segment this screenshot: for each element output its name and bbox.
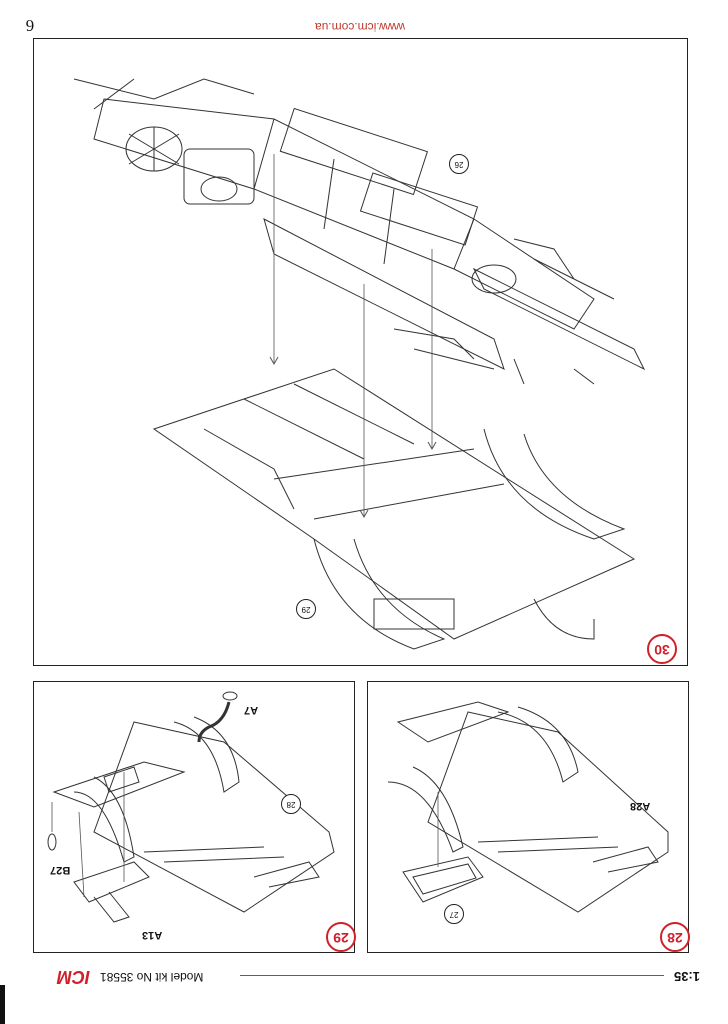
step-30-badge: 30 [647, 634, 677, 664]
floor-plate [427, 711, 669, 913]
binding-edge [0, 985, 5, 1024]
part-b27 [47, 833, 57, 851]
wheel-arch [73, 776, 135, 863]
footer-rule [240, 975, 664, 976]
ref-step-26: 26 [449, 154, 469, 174]
kit-number: Model kit No 35581 [100, 970, 204, 984]
step-29-drawing [47, 691, 335, 923]
step-28-badge: 28 [660, 922, 690, 952]
fuel-pipe [197, 701, 231, 743]
wheel-arch [173, 716, 240, 793]
chassis-frame-rail [93, 98, 595, 330]
engine-block [183, 148, 255, 205]
step-30-panel: 26 29 30 [33, 38, 688, 666]
page-footer: 1:35 Model kit No 35581 ICM [40, 960, 700, 990]
scale-label: 1:35 [673, 969, 700, 984]
floor-plate [152, 368, 636, 640]
part-label-a7: A7 [244, 704, 259, 716]
floor-plate [93, 721, 335, 913]
icm-logo: ICM [57, 967, 90, 987]
ref-step-29: 29 [296, 599, 316, 619]
wheel-arch [313, 538, 446, 650]
part-label-b27: B27 [50, 864, 71, 876]
rear-axle [472, 267, 646, 371]
part-label-a13: A13 [142, 929, 163, 941]
cargo-floor-section [279, 107, 429, 196]
cargo-floor-section [359, 172, 479, 246]
part-label-a28: A28 [630, 800, 651, 812]
website-url: www.icm.com.ua [314, 20, 406, 34]
step-29-badge: 29 [326, 922, 356, 952]
step-28-drawing [387, 701, 669, 913]
step-part-a28 [402, 856, 484, 903]
chassis-frame-rail [263, 218, 505, 370]
page-number: 6 [25, 16, 35, 35]
ref-step-27: 27 [444, 904, 464, 924]
ref-step-28: 28 [281, 794, 301, 814]
step-part-a13 [73, 861, 150, 903]
step-28-panel: 27 A28 28 [367, 681, 690, 953]
chassis-assembly-drawing [73, 78, 646, 650]
wheel-arch [483, 428, 626, 540]
wheel-arch [497, 706, 579, 783]
wheel-arch [387, 766, 464, 853]
step-29-panel: 28 A7 A13 B27 29 [33, 681, 356, 953]
